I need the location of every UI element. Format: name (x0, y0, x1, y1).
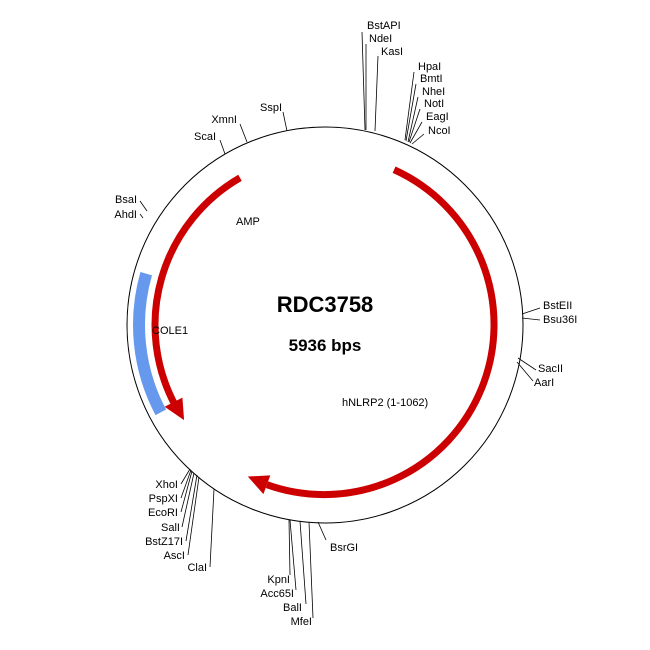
site-label-ecori: EcoRI (148, 507, 178, 519)
leader-ahdi (139, 213, 144, 219)
site-label-sali: SalI (161, 522, 180, 534)
leader-bsteii (521, 307, 541, 315)
leader-kpni (288, 519, 291, 576)
site-label-bstapi: BstAPI (367, 20, 401, 32)
leader-ncoi (411, 133, 425, 145)
leader-kasi (374, 55, 379, 132)
site-label-bsrgi: BsrGI (330, 542, 358, 554)
leader-bmti (405, 83, 417, 142)
feature-amp-arrowhead (164, 397, 185, 421)
leader-clai (209, 488, 215, 568)
leader-nhei (407, 96, 419, 143)
leader-bsu36i (521, 317, 541, 321)
site-label-ncoi: NcoI (428, 125, 451, 137)
site-leader-lines (139, 31, 541, 619)
site-label-bali: BalI (283, 602, 302, 614)
site-label-clai: ClaI (187, 562, 207, 574)
feature-amp-arrow (151, 174, 242, 407)
plasmid-backbone (126, 126, 524, 524)
site-label-sspi: SspI (260, 102, 282, 114)
site-label-noti: NotI (424, 98, 444, 110)
site-label-nhei: NheI (422, 86, 445, 98)
site-label-kpni: KpnI (267, 574, 290, 586)
leader-xhoi (180, 468, 191, 485)
leader-bali (299, 520, 307, 605)
plasmid-name: RDC3758 (277, 292, 374, 317)
leader-pspxi (180, 469, 192, 499)
site-label-sacii: SacII (538, 363, 563, 375)
site-label-scai: ScaI (194, 131, 216, 143)
site-label-bsu36i: Bsu36I (543, 314, 577, 326)
site-label-eagi: EagI (426, 111, 449, 123)
leader-ecori (180, 470, 193, 513)
site-label-hpai: HpaI (418, 61, 441, 73)
leader-sacii (517, 357, 537, 371)
feature-label-hnlrp2: hNLRP2 (1-1062) (342, 397, 428, 409)
site-label-bstz17i: BstZ17I (145, 536, 183, 548)
leader-xmni (239, 123, 248, 143)
site-label-pspxi: PspXI (149, 493, 178, 505)
leader-sspi (282, 111, 288, 132)
site-label-aari: AarI (534, 377, 554, 389)
feature-hnlrp2-arrow (265, 166, 498, 499)
site-label-ndei: NdeI (369, 33, 392, 45)
leader-mfei (308, 521, 314, 619)
leader-bsrgi (317, 521, 327, 541)
site-label-xhoi: XhoI (155, 479, 178, 491)
leader-bstapi (361, 31, 366, 131)
site-label-xmni: XmnI (211, 114, 237, 126)
leader-hpai (404, 71, 415, 141)
feature-cole1-bar (133, 272, 167, 416)
leader-sali (181, 472, 195, 528)
site-label-acc65i: Acc65I (260, 588, 294, 600)
site-label-mfei: MfeI (291, 616, 312, 628)
feature-label-amp: AMP (236, 216, 260, 228)
feature-hnlrp2-arrowhead (247, 475, 271, 495)
site-label-asci: AscI (164, 550, 185, 562)
site-label-bsteii: BstEII (543, 300, 572, 312)
site-label-bmti: BmtI (420, 73, 443, 85)
site-label-bsai: BsaI (115, 194, 137, 206)
leader-acc65i (289, 519, 297, 591)
site-label-ahdi: AhdI (114, 209, 137, 221)
plasmid-size: 5936 bps (289, 336, 362, 355)
leader-bstz17i (185, 474, 198, 542)
feature-label-cole1: COLE1 (152, 325, 188, 337)
site-label-kasi: KasI (381, 46, 403, 58)
leader-aari (516, 361, 534, 382)
leader-noti (408, 108, 421, 143)
leader-scai (219, 139, 226, 155)
leader-asci (187, 476, 200, 556)
leader-bsai (139, 200, 148, 212)
leader-eagi (409, 121, 423, 144)
